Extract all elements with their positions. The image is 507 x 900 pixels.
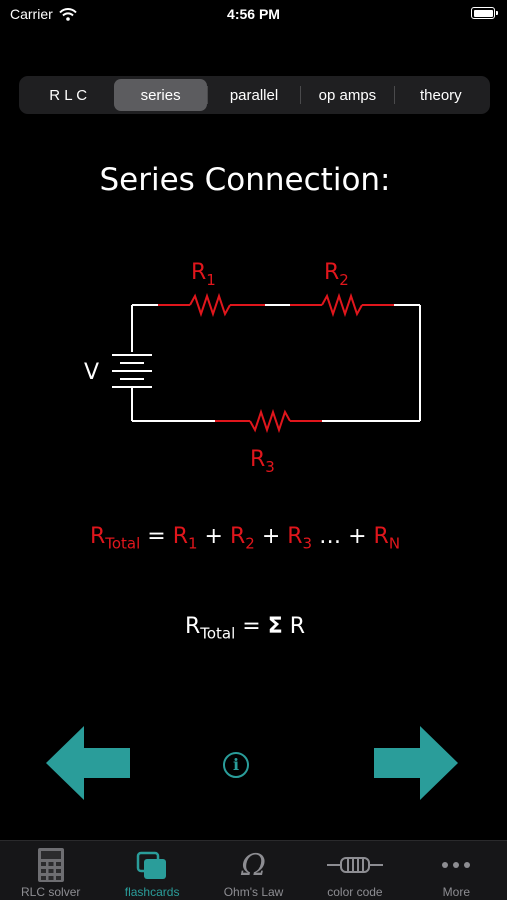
r-term: R [282, 614, 306, 639]
segment-theory[interactable]: theory [395, 79, 487, 111]
tab-flashcards[interactable]: flashcards [101, 841, 202, 900]
category-segmented-control: R L C series parallel op amps theory [19, 76, 490, 114]
r-total-term: RTotal [184, 614, 236, 643]
resistor-r1 [189, 292, 231, 318]
battery-symbol [112, 354, 152, 388]
segment-divider [300, 86, 302, 104]
tab-label: More [442, 885, 470, 899]
ellipsis-plus: … + [312, 524, 374, 549]
carrier-label: Carrier [10, 6, 53, 22]
status-bar: Carrier 4:56 PM [0, 0, 507, 28]
sigma-formula: RTotal = Σ R [0, 614, 490, 642]
r3-label: R3 [250, 447, 275, 476]
series-circuit-diagram: V R1 R2 R3 [84, 260, 421, 476]
segment-rlc[interactable]: R L C [22, 79, 114, 111]
tab-label: Ohm's Law [223, 885, 284, 899]
equals-sign: = [140, 524, 173, 549]
right-arrow-icon[interactable] [374, 726, 458, 800]
segment-label: R L C [49, 86, 88, 104]
plus-sign: + [254, 524, 288, 549]
calculator-icon [33, 847, 69, 883]
segment-series[interactable]: series [114, 79, 207, 111]
segment-label: op amps [318, 86, 377, 104]
tab-label: RLC solver [21, 885, 81, 899]
resistor-r2 [321, 292, 363, 318]
segment-divider [206, 86, 208, 104]
plus-sign: + [197, 524, 230, 549]
resistor-icon [325, 847, 385, 883]
tab-color-code[interactable]: color code [304, 841, 405, 900]
voltage-source-label: V [84, 360, 99, 385]
segment-divider [393, 86, 395, 104]
tab-bar: RLC solver flashcards Ω Ohm's Law [0, 840, 507, 900]
segment-op-amps[interactable]: op amps [301, 79, 393, 111]
left-arrow-icon[interactable] [46, 726, 130, 800]
tab-label: color code [327, 885, 383, 899]
tab-label: flashcards [124, 885, 180, 899]
tab-ohms-law[interactable]: Ω Ohm's Law [203, 841, 304, 900]
sigma-symbol: Σ [267, 614, 283, 639]
segment-label: parallel [229, 86, 279, 104]
carrier-indicator: Carrier [10, 6, 77, 22]
equals-sign: = [235, 614, 268, 639]
series-sum-formula: RTotal = R1 + R2 + R3 … + RN [0, 524, 490, 552]
flashcards-icon [134, 847, 170, 883]
card-title: Series Connection: [99, 162, 391, 198]
rn-term: RN [373, 524, 401, 553]
resistor-r3 [249, 408, 291, 434]
info-icon[interactable]: i [223, 752, 249, 778]
more-icon [438, 847, 474, 883]
r1-label: R1 [191, 260, 216, 289]
segment-parallel[interactable]: parallel [208, 79, 300, 111]
segment-label: series [140, 86, 181, 104]
battery-icon [471, 7, 498, 19]
r-total-term: RTotal [89, 524, 141, 553]
segment-label: theory [419, 86, 462, 104]
clock: 4:56 PM [227, 6, 280, 22]
wifi-icon [59, 7, 77, 21]
tab-more[interactable]: More [406, 841, 507, 900]
r3-term: R3 [287, 524, 313, 553]
r1-term: R1 [172, 524, 198, 553]
r2-term: R2 [229, 524, 255, 553]
r2-label: R2 [324, 260, 349, 289]
omega-icon: Ω [241, 847, 266, 883]
tab-rlc-solver[interactable]: RLC solver [0, 841, 101, 900]
